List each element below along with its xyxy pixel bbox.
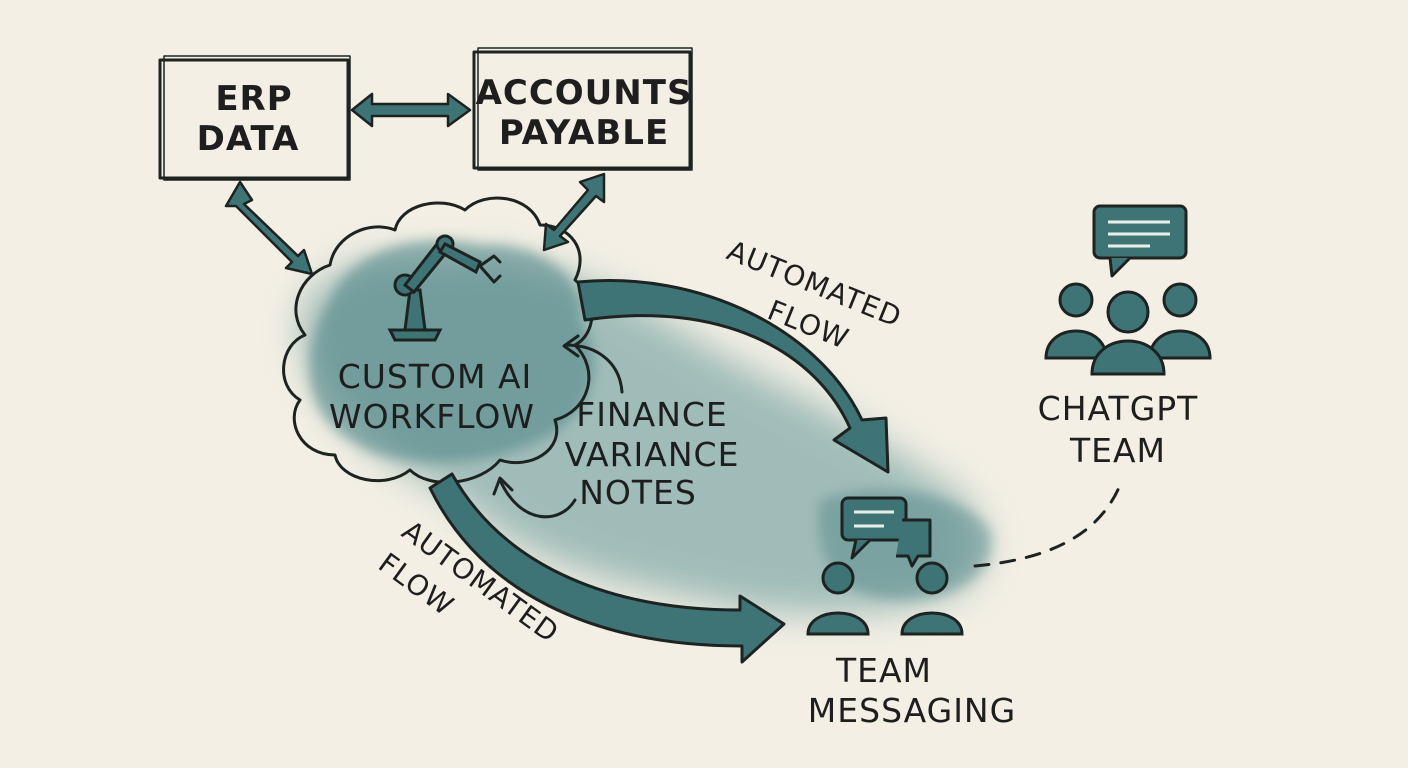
- notes-label-line3: NOTES: [579, 473, 697, 512]
- team-people-icon: [1044, 282, 1212, 376]
- workflow-label-line1: CUSTOM AI: [338, 357, 533, 396]
- double-arrow-icon: [350, 92, 472, 128]
- notes-label-line2: VARIANCE: [565, 435, 740, 474]
- workflow-cloud: [282, 196, 594, 484]
- erp-data-box: ERP DATA: [158, 55, 351, 181]
- chat-bubble-icon: [1092, 204, 1188, 278]
- double-arrow-icon: [542, 172, 606, 252]
- messaging-label-line2: MESSAGING: [808, 691, 1016, 730]
- chatgpt-label-line2: TEAM: [1069, 431, 1166, 470]
- curved-arrow-icon: [492, 476, 577, 519]
- automated-flow-arrow-lower: [428, 472, 786, 664]
- chatgpt-label-line1: CHATGPT: [1038, 389, 1199, 428]
- ap-label-line1: ACCOUNTS: [476, 73, 693, 113]
- notes-label-line1: FINANCE: [576, 395, 728, 434]
- workflow-label-line2: WORKFLOW: [329, 397, 535, 436]
- erp-label-line2: DATA: [197, 119, 300, 159]
- curved-arrow-icon: [562, 334, 624, 394]
- robot-arm-icon: [387, 234, 502, 342]
- ap-label-line2: PAYABLE: [499, 113, 669, 153]
- dashed-connector: [973, 478, 1124, 568]
- automated-flow-arrow-upper: [576, 279, 890, 474]
- chat-bubble-icon: [840, 496, 932, 568]
- double-arrow-icon: [224, 180, 314, 276]
- erp-label-line1: ERP: [215, 79, 292, 119]
- accounts-payable-box: ACCOUNTS PAYABLE: [472, 47, 693, 171]
- messaging-label-line1: TEAM: [835, 651, 932, 690]
- team-people-icon: [806, 561, 964, 636]
